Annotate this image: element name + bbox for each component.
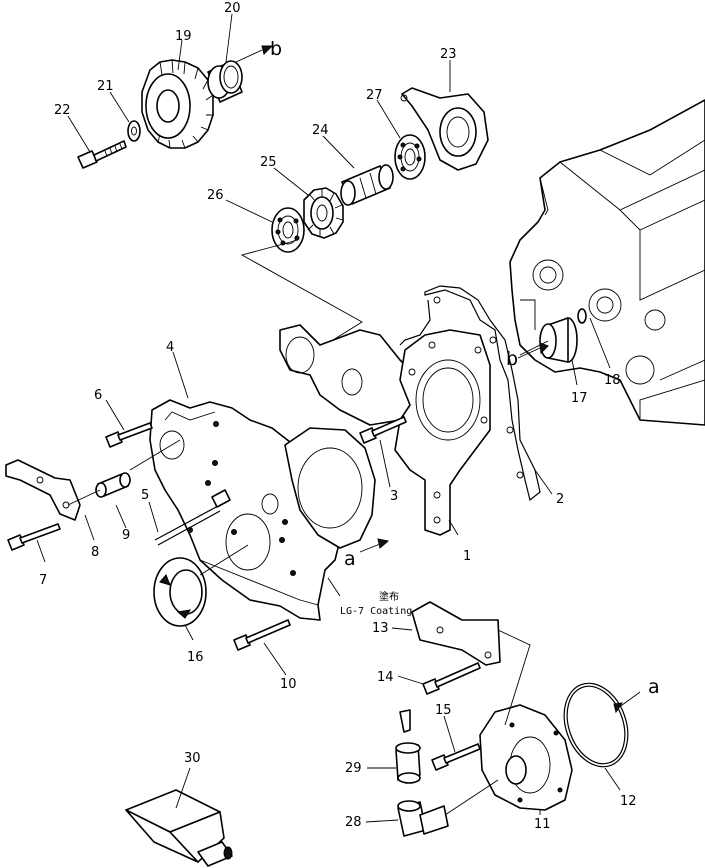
part-4-front-cover — [149, 399, 376, 621]
assembly-line-top — [240, 239, 363, 346]
ref-letter-b-top: b — [270, 38, 282, 60]
label-part-15: 15 — [435, 703, 452, 718]
part-9-spacer — [95, 472, 131, 498]
part-25-gear — [303, 187, 344, 239]
assembly-line-shaft — [519, 340, 549, 356]
part-7-bolt — [7, 523, 61, 551]
label-part-13: 13 — [372, 621, 389, 636]
small-gasket — [279, 324, 421, 426]
part-23-bracket — [400, 87, 489, 171]
part-12-oring — [563, 682, 629, 768]
ref-letter-a-oring: a — [648, 676, 660, 698]
label-part-29: 29 — [345, 761, 362, 776]
part-14-bolt — [422, 662, 481, 695]
part-10-bolt — [233, 619, 291, 651]
assembly-line-bracket8 — [67, 489, 101, 506]
label-part-2: 2 — [556, 492, 564, 507]
label-part-6: 6 — [94, 388, 102, 403]
part-13-bracket — [411, 601, 501, 666]
label-part-12: 12 — [620, 794, 637, 809]
part-24-shaft — [340, 164, 394, 206]
label-part-16: 16 — [187, 650, 204, 665]
part-16-seal — [153, 557, 207, 627]
part-28-elbow — [397, 800, 449, 837]
part-6-bolt — [105, 422, 153, 448]
reference-arrows — [235, 45, 641, 714]
leader-lines — [36, 13, 621, 823]
coating-note-text: LG-7 Coating — [340, 606, 412, 617]
part-11-pump — [479, 704, 573, 811]
part-30-tool — [125, 789, 233, 867]
label-part-27: 27 — [366, 88, 383, 103]
label-part-24: 24 — [312, 123, 329, 138]
label-part-9: 9 — [122, 528, 130, 543]
label-part-1: 1 — [463, 549, 471, 564]
label-part-10: 10 — [280, 677, 297, 692]
label-part-5: 5 — [141, 488, 149, 503]
assembly-line-pump-elbow — [444, 779, 499, 816]
assembly-line-pump — [497, 629, 531, 726]
label-part-22: 22 — [54, 103, 71, 118]
assembly-line-cover — [129, 439, 181, 471]
label-part-8: 8 — [91, 545, 99, 560]
label-part-11: 11 — [534, 817, 551, 832]
label-part-18: 18 — [604, 373, 621, 388]
part-27-bearing — [394, 134, 426, 180]
label-part-23: 23 — [440, 47, 457, 62]
label-part-25: 25 — [260, 155, 277, 170]
label-part-14: 14 — [377, 670, 394, 685]
label-part-21: 21 — [97, 79, 114, 94]
label-part-17: 17 — [571, 391, 588, 406]
part-21-washer — [127, 120, 141, 142]
part-19-gear — [141, 59, 214, 149]
part-20-bushing — [207, 60, 243, 103]
part-8-bracket — [5, 459, 81, 521]
label-part-26: 26 — [207, 188, 224, 203]
label-part-20: 20 — [224, 1, 241, 16]
assembly-line-seal — [199, 544, 249, 576]
part-1-plate — [394, 329, 491, 536]
part-3-bolt — [359, 416, 407, 444]
label-part-30: 30 — [184, 751, 201, 766]
part-2-gasket — [399, 285, 541, 502]
label-part-4: 4 — [166, 340, 174, 355]
label-part-7: 7 — [39, 573, 47, 588]
label-part-28: 28 — [345, 815, 362, 830]
part-29-sender — [395, 709, 421, 784]
part-22-bolt — [77, 140, 127, 169]
part-15-bolt — [431, 743, 481, 771]
ref-letter-a-cover: a — [344, 548, 356, 570]
coating-note-kanji: 塗布 — [379, 590, 399, 603]
label-part-19: 19 — [175, 29, 192, 44]
part-5-pin — [154, 489, 231, 546]
ref-letter-b-right: b — [506, 348, 518, 370]
label-part-3: 3 — [390, 489, 398, 504]
